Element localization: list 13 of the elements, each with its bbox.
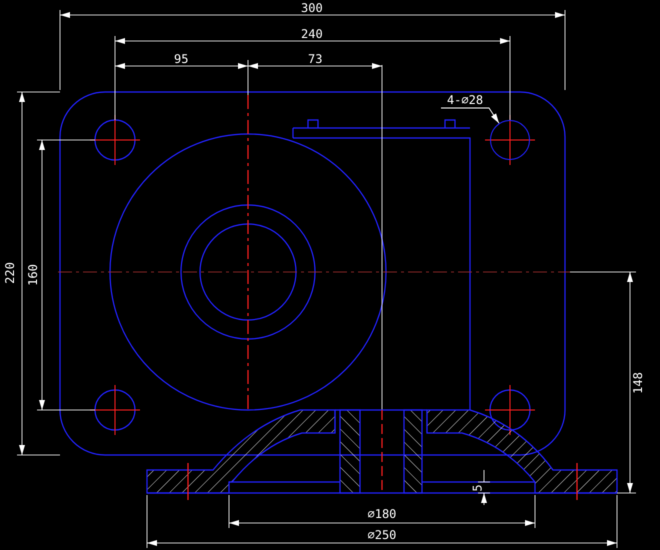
dimension-text: 240 [301, 27, 323, 41]
dimension-text: 220 [2, 262, 17, 284]
dimension-text: 95 [174, 52, 188, 66]
dimension-text: 148 [630, 372, 645, 394]
dimension-text: 5 [470, 484, 484, 492]
dimension-text: ⌀250 [368, 528, 396, 542]
dimension-text: 73 [308, 52, 322, 66]
dimension-text: 160 [26, 264, 40, 286]
mounting-hole [490, 120, 530, 160]
dimension-text: ⌀180 [368, 507, 396, 521]
dimension-text: 300 [301, 1, 323, 15]
leader-line [440, 108, 500, 124]
callout-text: 4-⌀28 [441, 93, 489, 108]
